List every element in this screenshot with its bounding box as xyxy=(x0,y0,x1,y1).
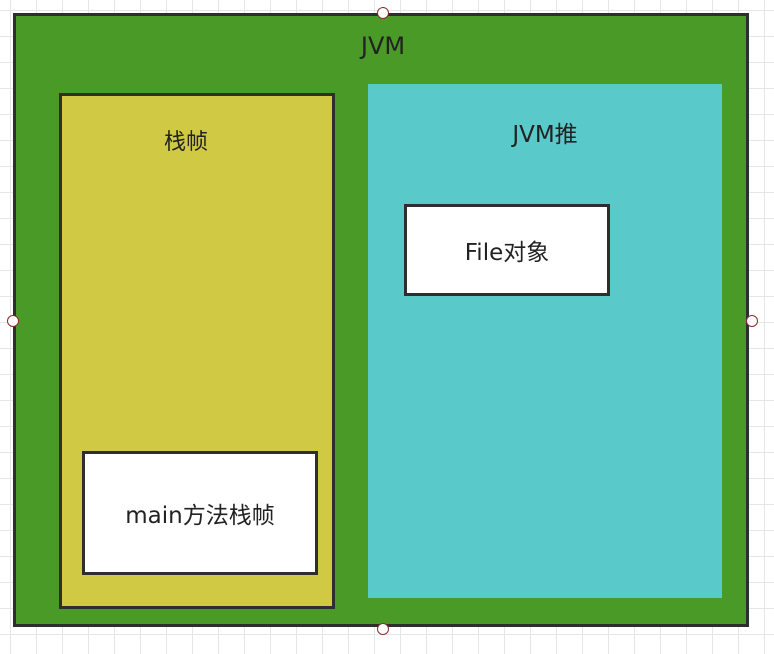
main-stack-frame-label: main方法栈帧 xyxy=(125,503,275,529)
resize-handle-left[interactable] xyxy=(7,315,19,327)
jvm-heap-box[interactable] xyxy=(368,84,722,598)
jvm-heap-label: JVM推 xyxy=(512,122,578,148)
resize-handle-right[interactable] xyxy=(746,315,758,327)
resize-handle-top[interactable] xyxy=(377,7,389,19)
jvm-label: JVM xyxy=(360,32,406,60)
stack-frame-label: 栈帧 xyxy=(163,130,208,155)
file-object-box[interactable]: File对象 xyxy=(404,204,610,296)
main-stack-frame-box[interactable]: main方法栈帧 xyxy=(82,451,318,575)
file-object-label: File对象 xyxy=(464,240,550,266)
resize-handle-bottom[interactable] xyxy=(377,623,389,635)
